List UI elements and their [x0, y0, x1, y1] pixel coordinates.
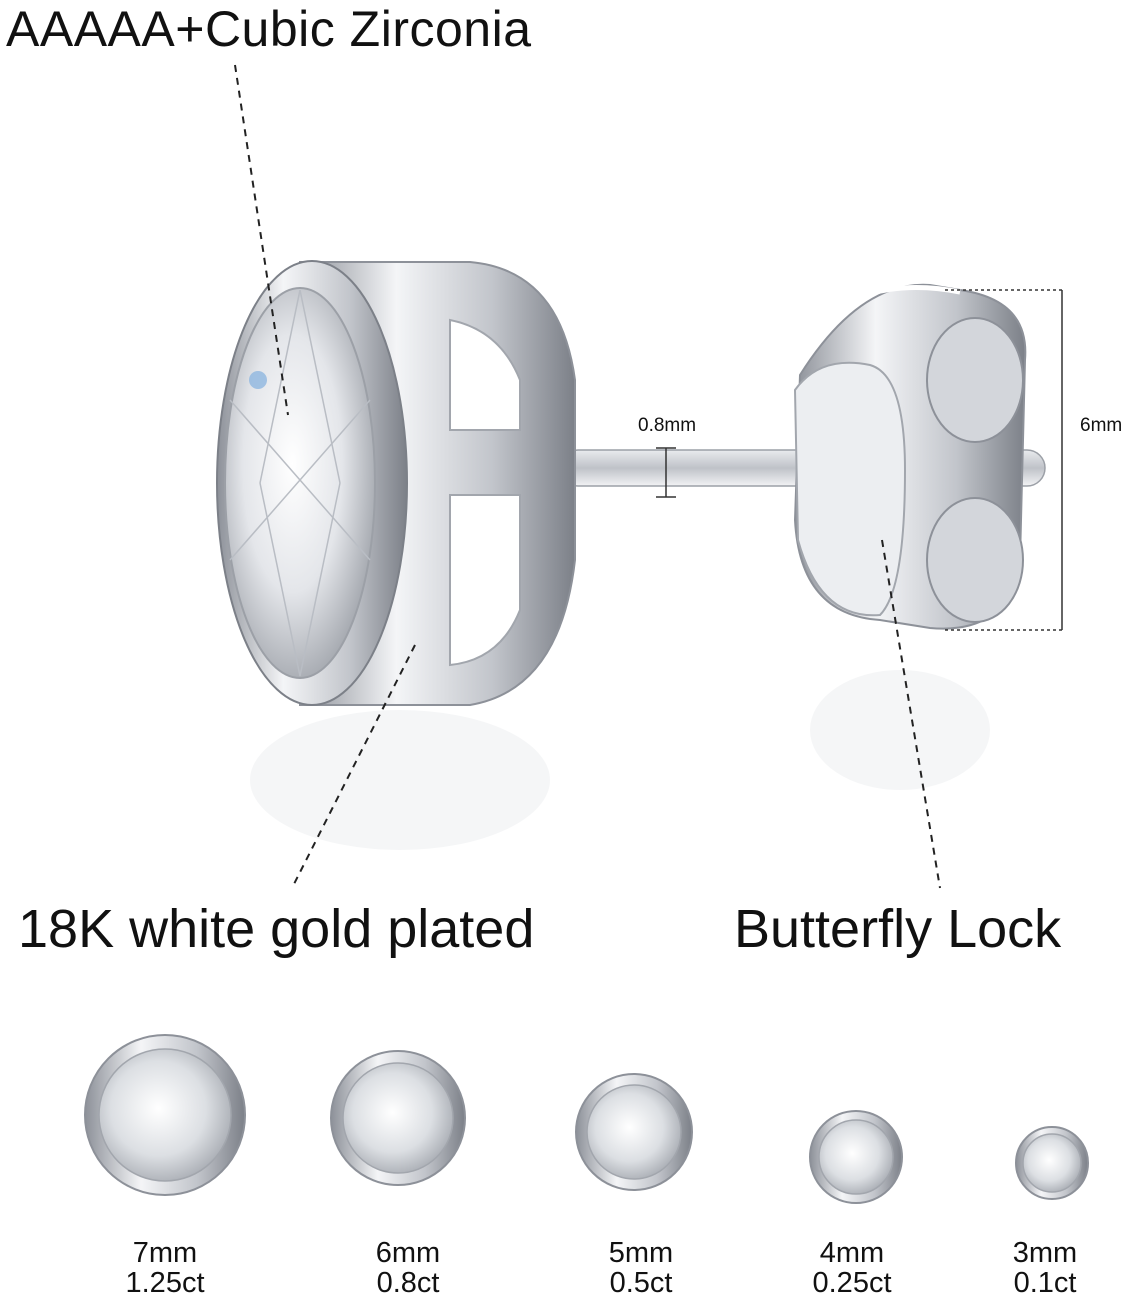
size-mm: 3mm	[1012, 1237, 1078, 1269]
post-thickness-label: 0.8mm	[638, 415, 697, 436]
size-carat: 0.1ct	[1013, 1267, 1077, 1300]
size-stud-7mm	[84, 1034, 246, 1196]
size-item: 4mm 0.25ct	[762, 1238, 942, 1299]
size-mm: 7mm	[132, 1237, 198, 1269]
back-height-label: 6mm	[1080, 415, 1123, 436]
size-stud-3mm	[1015, 1126, 1089, 1200]
size-stud-4mm	[809, 1110, 903, 1204]
size-item: 3mm 0.1ct	[955, 1238, 1135, 1299]
dimension-marks	[656, 289, 1063, 631]
size-mm: 5mm	[608, 1237, 674, 1269]
plating-label: 18K white gold plated	[18, 899, 535, 959]
size-item: 6mm 0.8ct	[318, 1238, 498, 1299]
annotation-lines	[234, 64, 941, 889]
reflection	[250, 670, 990, 850]
stud-setting	[216, 260, 576, 706]
size-mm: 6mm	[375, 1237, 441, 1269]
size-item: 7mm 1.25ct	[75, 1238, 255, 1299]
size-carat: 0.5ct	[609, 1267, 673, 1300]
stone-label: AAAAA+Cubic Zirconia	[6, 1, 532, 57]
butterfly-lock-label: Butterfly Lock	[734, 899, 1062, 959]
butterfly-back	[793, 283, 1027, 630]
size-carat: 0.25ct	[812, 1267, 892, 1300]
size-carat: 0.8ct	[376, 1267, 440, 1300]
size-stud-5mm	[575, 1073, 693, 1191]
size-carat: 1.25ct	[125, 1267, 205, 1300]
size-item: 5mm 0.5ct	[551, 1238, 731, 1299]
size-mm: 4mm	[819, 1237, 885, 1269]
size-stud-6mm	[330, 1050, 466, 1186]
